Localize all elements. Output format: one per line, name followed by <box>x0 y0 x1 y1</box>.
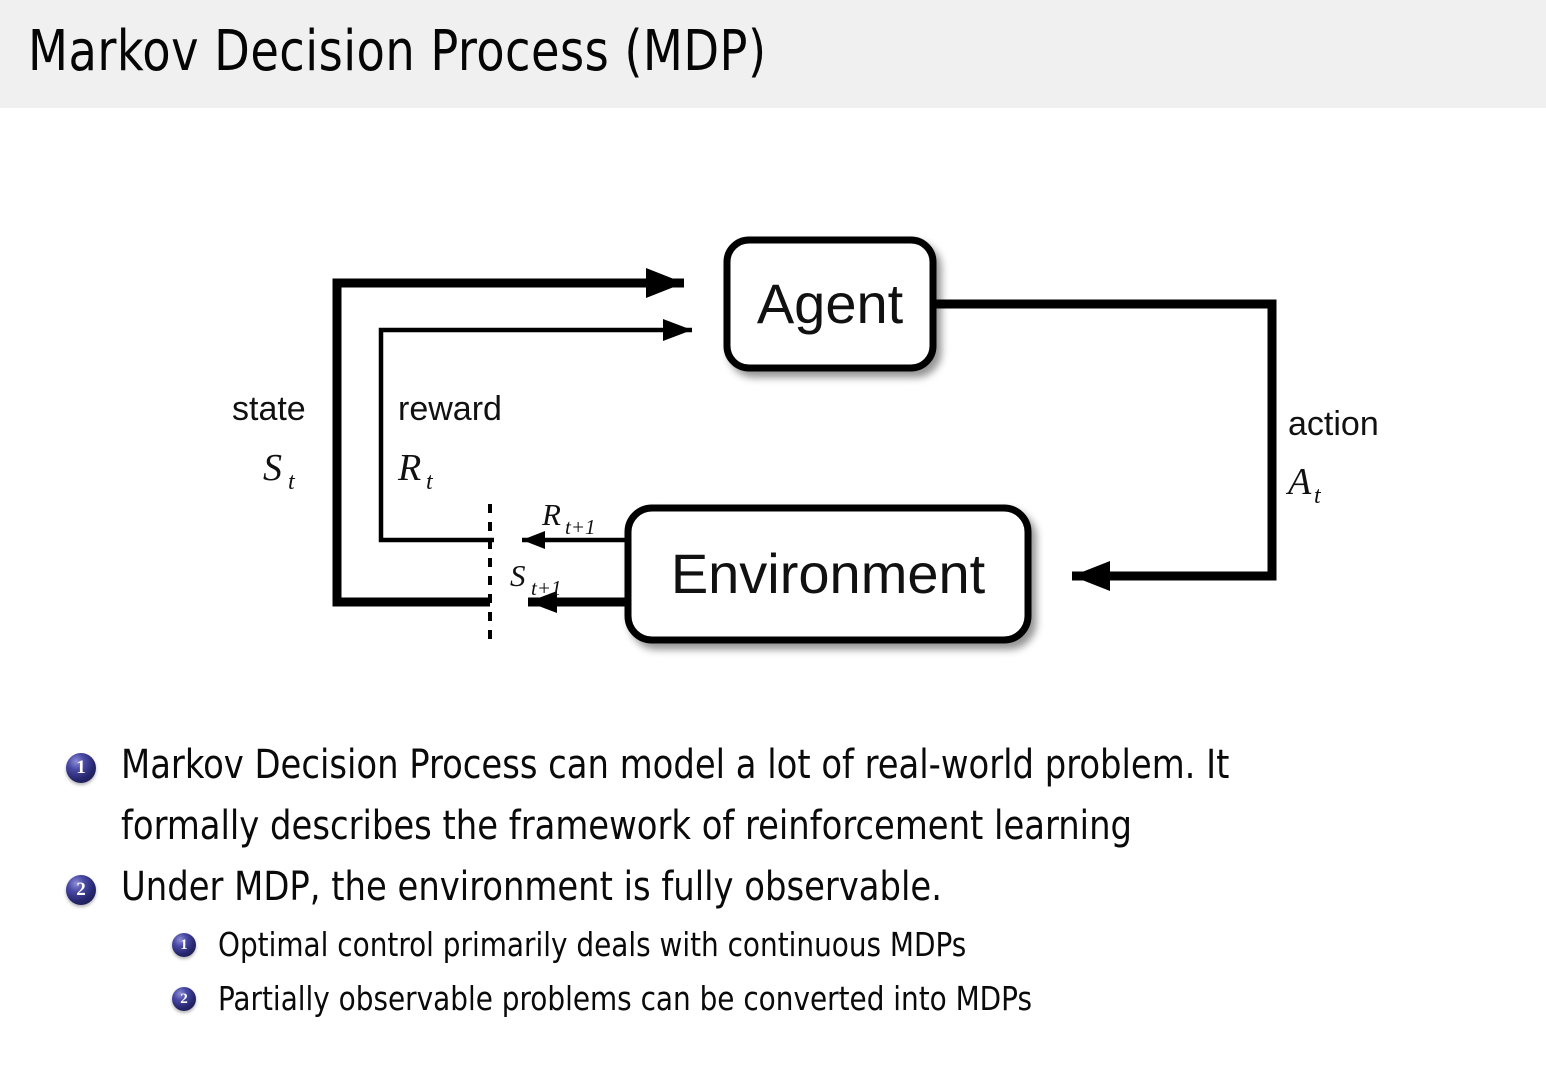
slide-header-bar: Markov Decision Process (MDP) <box>0 0 1546 108</box>
bullet-1-line-2: formally describes the framework of rein… <box>121 803 1132 849</box>
bullet-1-line-1: Markov Decision Process can model a lot … <box>121 742 1230 788</box>
bullet-badge-2: 2 <box>66 875 96 905</box>
bullet-text-2: Under MDP, the environment is fully obse… <box>121 857 1461 918</box>
next-state-symbol: S <box>510 558 526 593</box>
label-next-state: S t+1 <box>510 558 562 600</box>
bullet-list: 1 Markov Decision Process can model a lo… <box>0 735 1546 1026</box>
next-reward-symbol: R <box>541 497 561 532</box>
sub-bullet-text-2: Partially observable problems can be con… <box>218 979 1033 1018</box>
edge-reward-feedback <box>378 319 692 543</box>
action-word: action <box>1288 405 1379 443</box>
node-environment[interactable]: Environment <box>624 504 1032 644</box>
label-reward: reward R t <box>397 390 502 495</box>
sub-bullet-text-1: Optimal control primarily deals with con… <box>218 925 967 964</box>
action-symbol-subscript: t <box>1314 483 1322 509</box>
state-symbol-subscript: t <box>288 469 296 495</box>
reward-symbol-subscript: t <box>426 469 434 495</box>
environment-box[interactable] <box>624 504 1032 644</box>
next-reward-subscript: t+1 <box>565 515 596 539</box>
next-state-subscript: t+1 <box>531 576 562 600</box>
sub-list-item[interactable]: 1 Optimal control primarily deals with c… <box>0 918 1546 972</box>
edge-state-feedback <box>332 268 684 607</box>
page-title: Markov Decision Process (MDP) <box>28 19 767 84</box>
list-item[interactable]: 1 Markov Decision Process can model a lo… <box>0 735 1546 857</box>
label-state: state S t <box>232 390 306 495</box>
bullet-2-line-1: Under MDP, the environment is fully obse… <box>121 864 942 910</box>
list-item[interactable]: 2 Under MDP, the environment is fully ob… <box>0 857 1546 918</box>
mdp-agent-environment-diagram: Agent Environment state S t reward <box>0 108 1546 718</box>
label-next-reward: R t+1 <box>541 497 596 539</box>
sub-bullet-badge-1: 1 <box>172 933 196 957</box>
bullet-badge-1: 1 <box>66 753 96 783</box>
agent-label: Agent <box>757 272 904 335</box>
reward-symbol: R <box>397 447 421 489</box>
edge-action-forward <box>933 299 1277 591</box>
action-symbol: A <box>1285 461 1312 503</box>
sub-list-item[interactable]: 2 Partially observable problems can be c… <box>0 972 1546 1026</box>
node-agent[interactable]: Agent <box>723 236 937 372</box>
state-symbol: S <box>263 447 282 489</box>
label-action: action A t <box>1285 405 1379 509</box>
sub-bullet-badge-2: 2 <box>172 987 196 1011</box>
bullet-text-1: Markov Decision Process can model a lot … <box>121 735 1461 857</box>
reward-word: reward <box>398 390 502 428</box>
state-word: state <box>232 390 306 428</box>
environment-label: Environment <box>671 542 986 605</box>
